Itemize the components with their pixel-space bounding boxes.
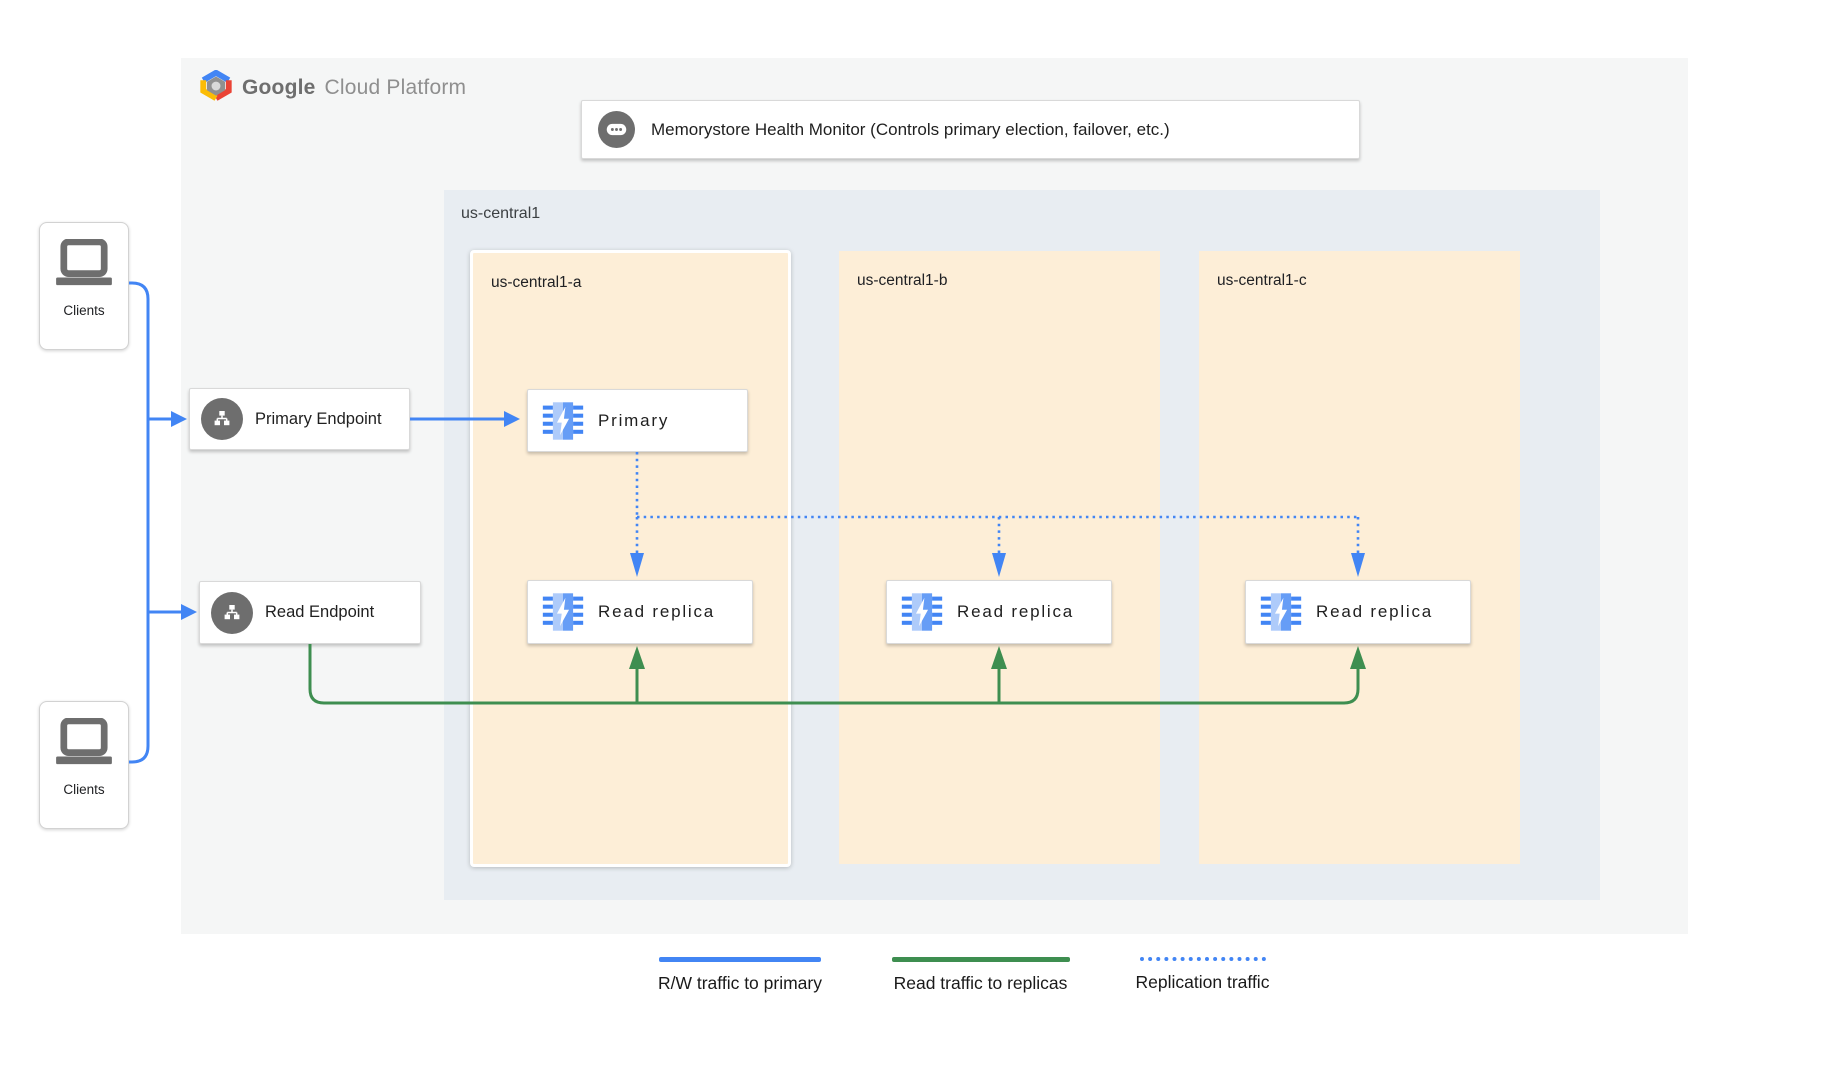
legend-item-rw-traffic: R/W traffic to primary <box>640 957 840 994</box>
node-label: Primary <box>598 410 670 430</box>
clients-card-bottom: Clients <box>39 701 129 829</box>
chat-ellipsis-icon <box>598 111 635 148</box>
network-endpoint-icon <box>211 591 253 634</box>
region-us-central1: us-central1 us-central1-a us-central1-b … <box>444 190 1600 900</box>
endpoint-label: Primary Endpoint <box>255 409 382 428</box>
legend-line-solid-green <box>891 957 1070 962</box>
clients-card-top: Clients <box>39 222 129 350</box>
endpoint-label: Read Endpoint <box>265 603 375 621</box>
legend-line-solid-blue <box>659 957 821 962</box>
read-replica-card-a: Read replica <box>527 580 753 644</box>
node-label: Read replica <box>1316 602 1434 621</box>
brand-text-platform: Cloud Platform <box>324 76 467 99</box>
legend-label: R/W traffic to primary <box>657 973 822 993</box>
zone-label: us-central1-b <box>857 272 948 289</box>
zone-label: us-central1-c <box>1217 272 1307 289</box>
memorystore-icon <box>1259 590 1303 634</box>
health-monitor-label: Memorystore Health Monitor (Controls pri… <box>651 119 1170 139</box>
legend-label: Read traffic to replicas <box>893 973 1068 993</box>
health-monitor-card: Memorystore Health Monitor (Controls pri… <box>581 100 1360 159</box>
brand-text-google: Google <box>242 76 316 99</box>
read-endpoint-card: Read Endpoint <box>199 581 421 644</box>
laptop-icon <box>56 239 112 286</box>
legend-label: Replication traffic <box>1135 972 1270 992</box>
read-replica-card-c: Read replica <box>1245 580 1471 644</box>
zone-us-central1-b: us-central1-b <box>839 251 1160 864</box>
zone-us-central1-a: us-central1-a <box>470 250 791 867</box>
network-endpoint-icon <box>201 398 243 440</box>
clients-label: Clients <box>63 782 105 797</box>
memorystore-icon <box>900 590 944 634</box>
zone-us-central1-c: us-central1-c <box>1199 251 1520 864</box>
brand: Google Cloud Platform <box>199 69 467 106</box>
zone-label: us-central1-a <box>491 274 582 291</box>
primary-node-card: Primary <box>527 389 748 452</box>
google-cloud-logo-icon <box>199 69 233 106</box>
primary-endpoint-card: Primary Endpoint <box>189 388 410 450</box>
memorystore-icon <box>541 590 585 634</box>
node-label: Read replica <box>598 602 716 621</box>
legend-item-replication-traffic: Replication traffic <box>1120 957 1285 993</box>
legend-item-read-traffic: Read traffic to replicas <box>878 957 1083 994</box>
legend-line-dotted-blue <box>1139 957 1266 961</box>
memorystore-icon <box>541 399 585 443</box>
node-label: Read replica <box>957 602 1075 621</box>
read-replica-card-b: Read replica <box>886 580 1112 644</box>
clients-label: Clients <box>63 303 105 318</box>
laptop-icon <box>56 718 112 765</box>
region-label: us-central1 <box>461 205 541 222</box>
